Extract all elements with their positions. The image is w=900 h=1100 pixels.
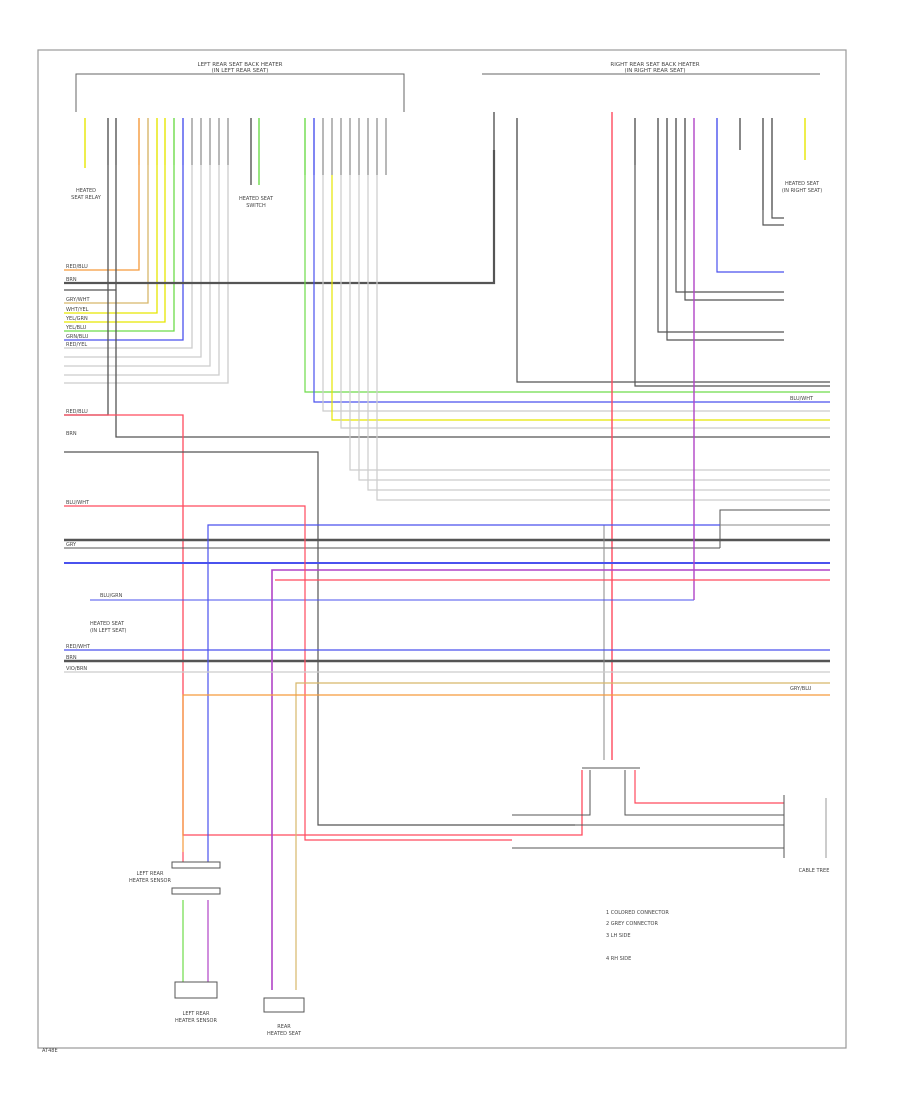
wire-label: RED/YEL: [66, 342, 87, 348]
component-c5-sub: HEATER SENSOR: [129, 878, 171, 884]
wire-label: WHT/YEL: [66, 307, 89, 313]
legend-item-2: 2 GREY CONNECTOR: [606, 921, 658, 927]
component-c7-sub: HEATED SEAT: [267, 1031, 302, 1037]
violet-wire: [271, 569, 830, 990]
wire-label: RED/BLU: [66, 409, 88, 415]
right-panel-wires: [304, 165, 830, 501]
legend-item-1: 1 COLORED CONNECTOR: [606, 910, 669, 916]
component-c7-name: REAR: [277, 1024, 291, 1030]
cable-tree: [512, 767, 827, 858]
wire-label: YEL/BLU: [65, 325, 87, 331]
red-long-wire: [64, 505, 512, 841]
wire-label: YEL/GRN: [65, 316, 88, 322]
wire-label: GRY/BLU: [790, 686, 812, 692]
wire-label: VIO/BRN: [66, 666, 87, 672]
top-left-pins: [84, 118, 387, 185]
wire-labels: RED/BLU BRN GRY/WHT WHT/YEL YEL/GRN YEL/…: [65, 264, 814, 692]
footer-label: AT48E: [42, 1048, 58, 1054]
dark-bus-lines: [64, 451, 830, 826]
lower-wires: [64, 649, 830, 990]
component-c1-sub: SEAT RELAY: [71, 195, 102, 201]
top-right-pins: [493, 112, 806, 220]
wire-label: GRY/WHT: [66, 297, 90, 303]
legend-item-4: 4 RH SIDE: [606, 956, 631, 962]
wire-label: GRN/BLU: [66, 334, 89, 340]
left-vertical-wires: [64, 165, 830, 438]
left-connector-bracket: [75, 73, 405, 112]
component-c5-name: LEFT REAR: [137, 871, 164, 877]
wire-label: BRN: [66, 431, 77, 437]
component-c2-name: HEATED SEAT: [239, 196, 274, 202]
wire-label: BLU/WHT: [790, 396, 814, 402]
component-c3-sub: (IN RIGHT SEAT): [782, 188, 822, 194]
legend: 1 COLORED CONNECTOR 2 GREY CONNECTOR 3 L…: [606, 910, 669, 962]
left-header-title: LEFT REAR SEAT BACK HEATER: [198, 62, 283, 68]
right-header-title: RIGHT REAR SEAT BACK HEATER: [610, 62, 699, 68]
wire-label: GRY: [66, 542, 77, 548]
blue-left-drop: [207, 524, 720, 852]
component-c1-name: HEATED: [76, 188, 96, 194]
component-c4-sub: (IN LEFT SEAT): [90, 628, 127, 634]
red-wire-loop: [64, 414, 583, 836]
top-bus-wire: [64, 150, 496, 285]
component-c8-name: CABLE TREE: [799, 868, 830, 874]
component-c6-name: LEFT REAR: [183, 1011, 210, 1017]
red-wire-right: [634, 770, 784, 804]
component-c2-sub: SWITCH: [246, 203, 266, 209]
wire-label: BLU/WHT: [66, 500, 90, 506]
wire-label: RED/BLU: [66, 264, 88, 270]
wire-label: RED/WHT: [66, 644, 91, 650]
left-sensor-group: [171, 852, 221, 999]
diagram-border: [37, 49, 847, 1049]
wire-label: BLU/GRN: [100, 593, 123, 599]
left-header-sub: (IN LEFT REAR SEAT): [212, 68, 269, 74]
component-c6-sub: HEATER SENSOR: [175, 1018, 217, 1024]
legend-item-3: 3 LH SIDE: [606, 933, 631, 939]
component-c4-name: HEATED SEAT: [90, 621, 125, 627]
wire-label: BRN: [66, 277, 77, 283]
wire-label: BRN: [66, 655, 77, 661]
right-header-sub: (IN RIGHT REAR SEAT): [624, 68, 685, 74]
rear-heated-seat-group: [263, 997, 305, 1013]
component-c3-name: HEATED SEAT: [785, 181, 820, 187]
